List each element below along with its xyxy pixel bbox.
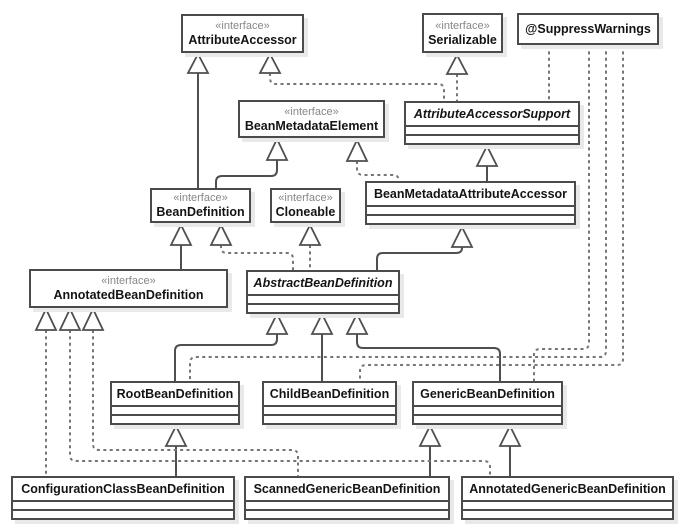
- class-node-abstractbeandefinition[interactable]: AbstractBeanDefinition: [246, 270, 400, 314]
- class-name: AttributeAccessorSupport: [413, 106, 571, 121]
- class-name: AbstractBeanDefinition: [253, 275, 393, 290]
- triangle-arrowhead: [169, 222, 193, 246]
- class-node-childbeandefinition[interactable]: ChildBeanDefinition: [262, 381, 397, 425]
- class-node-serializable[interactable]: «interface» Serializable: [422, 13, 503, 53]
- edge-attributeaccessorsupport-attributeaccessor: [269, 73, 445, 101]
- class-node-attributeaccessorsupport[interactable]: AttributeAccessorSupport: [404, 101, 580, 145]
- class-node-annotatedgenericbeandefinition[interactable]: AnnotatedGenericBeanDefinition: [461, 476, 674, 520]
- class-node-scannedgenericbeandefinition[interactable]: ScannedGenericBeanDefinition: [244, 476, 450, 520]
- triangle-arrowhead: [209, 222, 233, 246]
- triangle-arrowhead: [186, 52, 210, 74]
- stereotype-label: «interface»: [173, 192, 228, 204]
- triangle-arrowhead: [258, 52, 282, 74]
- edge-rootbeandefinition-abstractbeandefinition: [174, 334, 278, 381]
- edge-abstractbeandefinition-beanmetadataattributeaccessor: [376, 247, 463, 270]
- class-name: AnnotatedGenericBeanDefinition: [469, 481, 666, 496]
- class-name: @SuppressWarnings: [525, 21, 651, 36]
- methods-compartment: [248, 303, 398, 312]
- class-node-suppresswarnings[interactable]: @SuppressWarnings: [517, 13, 659, 45]
- fields-compartment: [463, 500, 672, 509]
- fields-compartment: [367, 205, 574, 214]
- edge-genericbeandefinition-suppresswarnings: [533, 45, 590, 381]
- fields-compartment: [264, 405, 395, 414]
- class-name: ScannedGenericBeanDefinition: [253, 481, 441, 496]
- class-name: BeanMetadataElement: [244, 118, 379, 133]
- methods-compartment: [246, 509, 448, 518]
- triangle-arrowhead: [164, 423, 188, 447]
- edge-beandefinition-beanmetadataelement: [215, 160, 278, 188]
- methods-compartment: [406, 134, 578, 143]
- fields-compartment: [13, 500, 233, 509]
- methods-compartment: [463, 509, 672, 518]
- triangle-arrowhead: [81, 306, 105, 331]
- stereotype-label: «interface»: [215, 20, 270, 32]
- class-node-beanmetadataattributeaccessor[interactable]: BeanMetadataAttributeAccessor: [365, 181, 576, 225]
- triangle-arrowhead: [265, 136, 289, 161]
- triangle-arrowhead: [445, 53, 469, 75]
- triangle-arrowhead: [345, 311, 369, 335]
- methods-compartment: [414, 414, 561, 423]
- class-node-configurationclassbeandefinition[interactable]: ConfigurationClassBeanDefinition: [11, 476, 235, 520]
- class-name: ConfigurationClassBeanDefinition: [21, 481, 225, 496]
- methods-compartment: [367, 214, 574, 223]
- triangle-arrowhead: [345, 137, 369, 162]
- fields-compartment: [414, 405, 561, 414]
- triangle-arrowhead: [58, 306, 82, 331]
- stereotype-label: «interface»: [278, 192, 333, 204]
- class-node-beandefinition[interactable]: «interface» BeanDefinition: [150, 188, 251, 223]
- class-node-cloneable[interactable]: «interface» Cloneable: [270, 188, 341, 223]
- edge-genericbeandefinition-abstractbeandefinition: [356, 334, 501, 381]
- class-name: Serializable: [428, 32, 497, 47]
- class-name: BeanDefinition: [156, 205, 245, 219]
- methods-compartment: [112, 414, 238, 423]
- triangle-arrowhead: [475, 143, 499, 167]
- class-name: BeanMetadataAttributeAccessor: [373, 186, 568, 201]
- edge-scannedgenericbeandefinition-annotatedbeandefinition: [92, 330, 299, 476]
- edge-childbeandefinition-suppresswarnings: [359, 45, 624, 381]
- methods-compartment: [13, 509, 233, 518]
- stereotype-label: «interface»: [435, 19, 490, 32]
- class-name: ChildBeanDefinition: [269, 386, 390, 401]
- triangle-arrowhead: [310, 311, 334, 335]
- edge-abstractbeandefinition-beandefinition: [220, 245, 294, 270]
- class-name: AttributeAccessor: [188, 33, 297, 47]
- class-name: GenericBeanDefinition: [420, 386, 555, 401]
- class-node-genericbeandefinition[interactable]: GenericBeanDefinition: [412, 381, 563, 425]
- triangle-arrowhead: [298, 222, 322, 246]
- fields-compartment: [112, 405, 238, 414]
- stereotype-label: «interface»: [284, 105, 339, 118]
- edge-beanmetadataattributeaccessor-beanmetadataelement: [356, 161, 399, 181]
- class-node-attributeaccessor[interactable]: «interface» AttributeAccessor: [181, 14, 304, 53]
- methods-compartment: [264, 414, 395, 423]
- fields-compartment: [406, 125, 578, 134]
- fields-compartment: [248, 294, 398, 303]
- triangle-arrowhead: [498, 423, 522, 447]
- triangle-arrowhead: [418, 423, 442, 447]
- class-name: Cloneable: [275, 205, 336, 219]
- class-node-rootbeandefinition[interactable]: RootBeanDefinition: [110, 381, 240, 425]
- edge-rootbeandefinition-suppresswarnings: [189, 45, 607, 381]
- triangle-arrowhead: [265, 311, 289, 335]
- class-node-annotatedbeandefinition[interactable]: «interface» AnnotatedBeanDefinition: [29, 269, 228, 308]
- class-node-beanmetadataelement[interactable]: «interface» BeanMetadataElement: [238, 100, 385, 138]
- fields-compartment: [246, 500, 448, 509]
- triangle-arrowhead: [34, 306, 58, 331]
- triangle-arrowhead: [450, 224, 474, 248]
- stereotype-label: «interface»: [101, 275, 156, 287]
- class-name: AnnotatedBeanDefinition: [53, 288, 204, 302]
- class-name: RootBeanDefinition: [116, 386, 234, 401]
